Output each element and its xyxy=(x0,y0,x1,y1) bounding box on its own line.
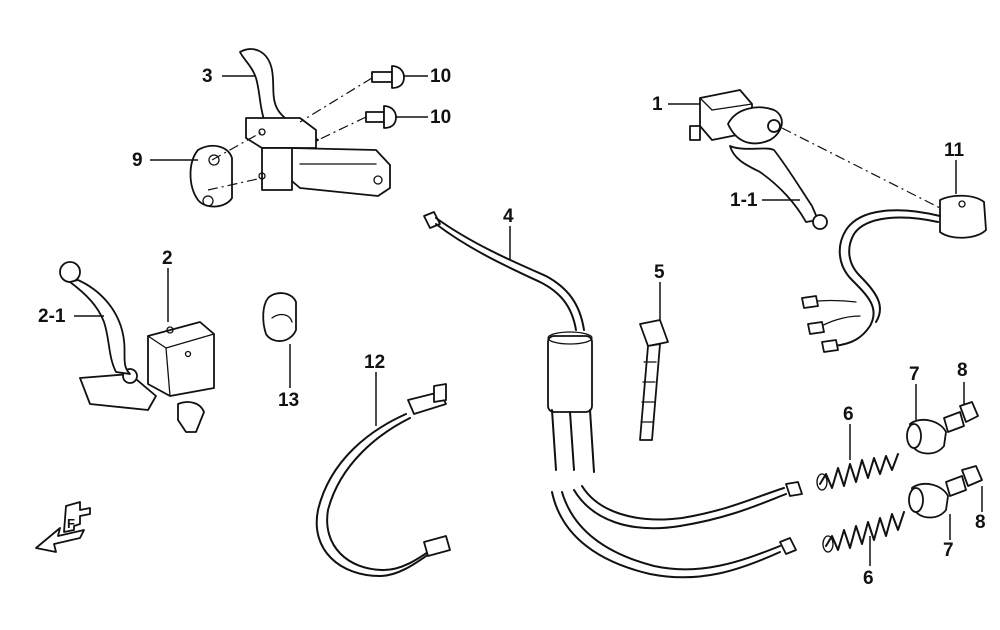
switch-wire-part-12 xyxy=(315,383,451,577)
cable-tie-part-5 xyxy=(639,319,669,441)
front-marker-letter: F xyxy=(67,516,75,531)
callout-8-lower: 8 xyxy=(975,512,986,533)
callout-7-lower: 7 xyxy=(943,540,954,561)
callout-11: 11 xyxy=(944,140,965,161)
cap-part-7-lower xyxy=(908,482,949,519)
master-cylinder-part-2 xyxy=(79,321,215,433)
front-direction-marker xyxy=(35,501,91,553)
brake-lever-part-1-1 xyxy=(729,145,828,230)
lever-bracket-part-3 xyxy=(239,48,391,197)
cable-part-4 xyxy=(423,211,803,579)
callout-6-upper: 6 xyxy=(843,404,854,425)
screw-part-10-lower xyxy=(365,105,397,129)
clip-part-13 xyxy=(262,292,297,342)
callout-13: 13 xyxy=(278,390,299,411)
brake-lever-part-2-1 xyxy=(59,261,131,375)
callout-10-lower: 10 xyxy=(430,107,451,128)
cap-part-7-upper xyxy=(906,418,947,455)
bolt-part-8-lower xyxy=(945,465,983,497)
switch-harness-part-11 xyxy=(801,194,987,353)
leader-lines xyxy=(74,75,983,566)
callout-12: 12 xyxy=(364,352,385,373)
master-cylinder-part-1 xyxy=(689,89,783,145)
callout-4: 4 xyxy=(503,206,514,227)
callout-2: 2 xyxy=(162,248,173,269)
callout-2-1: 2-1 xyxy=(38,306,66,327)
callout-6-lower: 6 xyxy=(863,568,874,589)
callout-9: 9 xyxy=(132,150,143,171)
clamp-part-9 xyxy=(189,144,233,208)
callout-7-upper: 7 xyxy=(909,364,920,385)
callout-1: 1 xyxy=(652,94,663,115)
callout-10-upper: 10 xyxy=(430,66,451,87)
callout-1-1: 1-1 xyxy=(730,190,758,211)
spring-part-6-upper xyxy=(816,453,899,491)
callout-8-upper: 8 xyxy=(957,360,968,381)
callout-5: 5 xyxy=(654,262,665,283)
screw-part-10-upper xyxy=(371,65,405,89)
spring-part-6-lower xyxy=(822,511,905,553)
callout-3: 3 xyxy=(202,66,213,87)
bolt-part-8-upper xyxy=(943,401,979,433)
